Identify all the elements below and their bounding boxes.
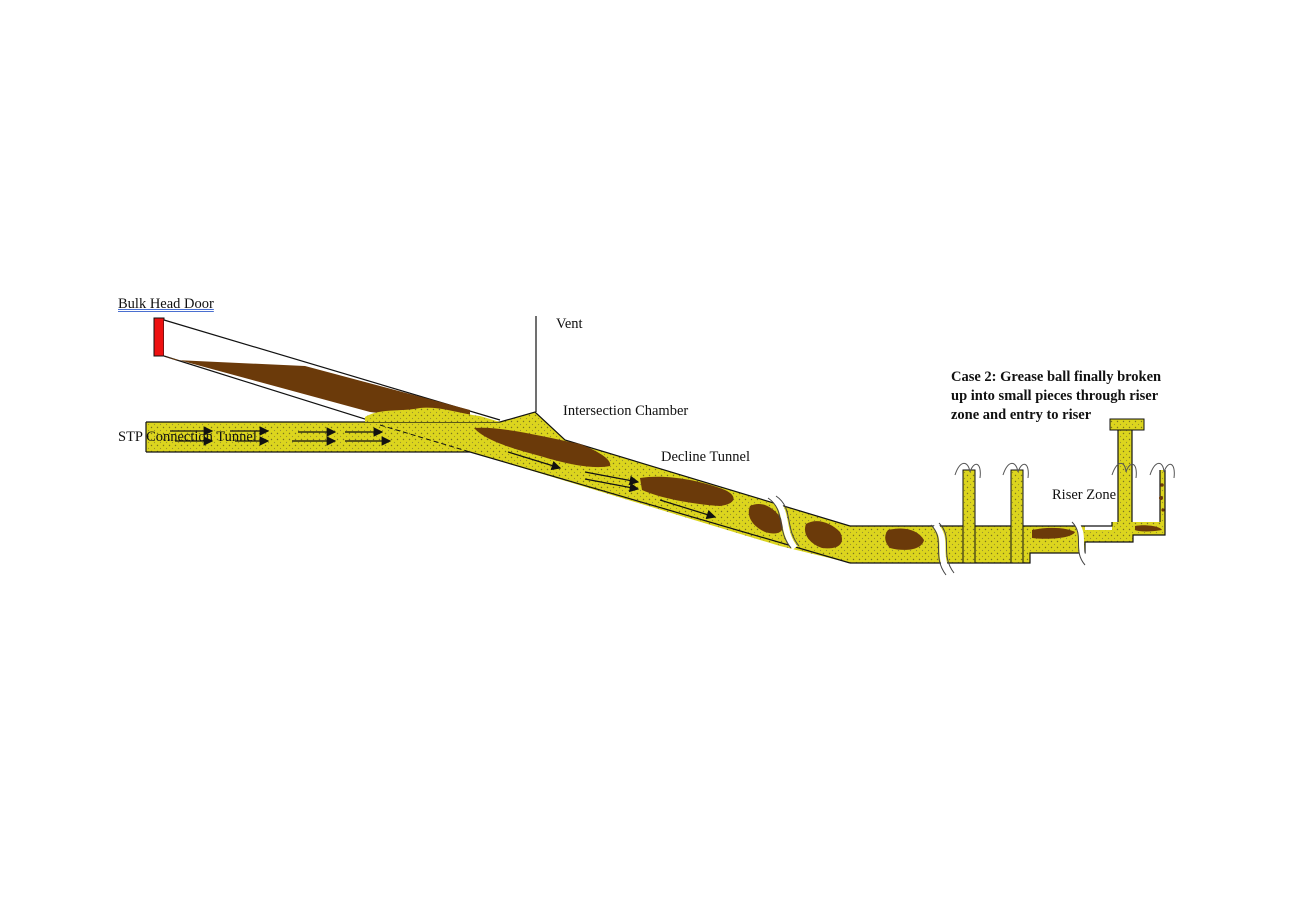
case-note: Case 2: Grease ball finally broken up in… — [951, 368, 1161, 425]
label-vent: Vent — [556, 316, 583, 332]
case-note-line: up into small pieces through riser — [951, 388, 1159, 404]
label-decline-tunnel: Decline Tunnel — [661, 449, 751, 465]
label-bulk-head-door: Bulk Head Door — [118, 296, 214, 312]
label-stp-connection-tunnel: STP Connection Tunnel — [118, 429, 257, 445]
label-intersection-chamber: Intersection Chamber — [563, 403, 689, 419]
grease-deposit-upper — [164, 356, 470, 418]
case-note-line: zone and entry to riser — [951, 407, 1092, 423]
upper-tunnel — [163, 319, 501, 453]
stp-connection-tunnel — [145, 407, 850, 563]
bulk-head-door — [153, 317, 165, 357]
label-riser-zone: Riser Zone — [1052, 487, 1117, 503]
riser-zone-tunnel — [850, 418, 1175, 577]
decline-tunnel — [469, 411, 851, 564]
case-note-line: Case 2: Grease ball finally broken — [951, 369, 1162, 385]
